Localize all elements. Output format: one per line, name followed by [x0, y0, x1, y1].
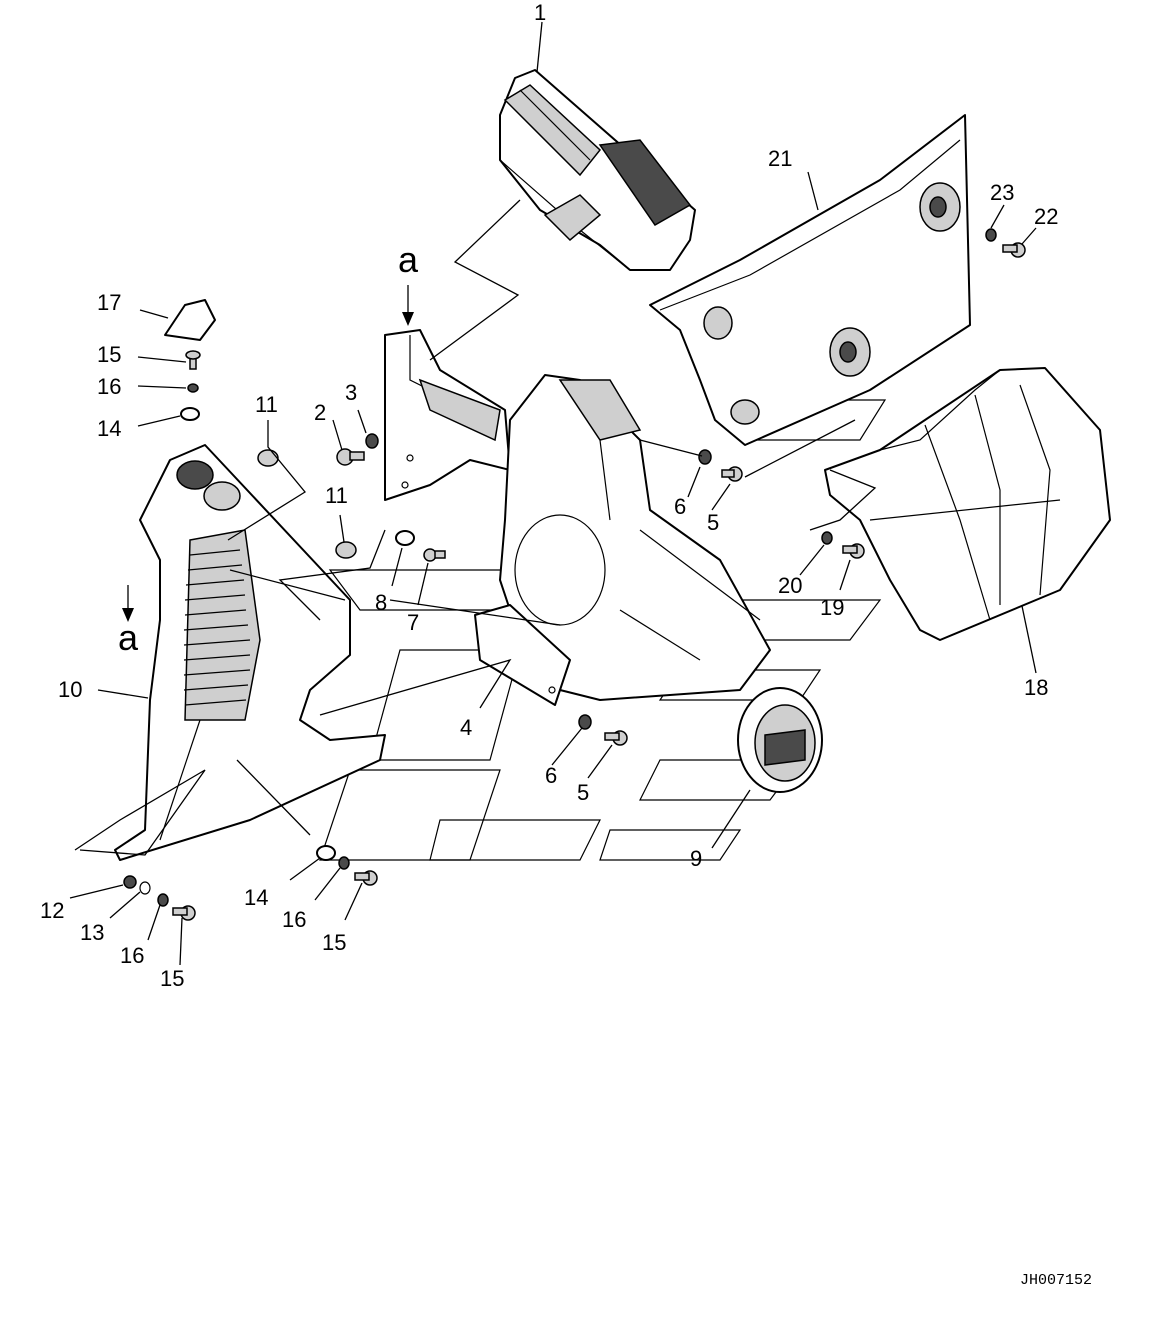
callout-10: 10 — [58, 677, 82, 702]
callout-21: 21 — [768, 146, 792, 171]
callout-16-top: 16 — [97, 374, 121, 399]
callout-15-top: 15 — [97, 342, 121, 367]
part-9-vent — [737, 687, 823, 793]
callout-14-top: 14 — [97, 416, 121, 441]
callout-11-lower: 11 — [325, 483, 348, 508]
part-18-side-cover — [824, 367, 1111, 641]
callout-18: 18 — [1024, 675, 1048, 700]
callouts: 1 21 23 22 17 15 16 14 11 2 3 11 8 7 10 … — [40, 0, 1058, 991]
leader-lines — [69, 21, 1037, 966]
view-arrow-upper — [402, 285, 414, 326]
callout-14-bottom: 14 — [244, 885, 268, 910]
callout-11-upper: 11 — [255, 392, 278, 417]
callout-13: 13 — [80, 920, 104, 945]
callout-20: 20 — [778, 573, 802, 598]
callout-22: 22 — [1034, 204, 1058, 229]
view-label-upper: a — [398, 239, 419, 280]
view-arrow-lower — [122, 585, 134, 622]
callout-23: 23 — [990, 180, 1014, 205]
callout-7: 7 — [407, 610, 419, 635]
part-1-monitor — [499, 69, 696, 271]
callout-16-bottom-right: 16 — [282, 907, 306, 932]
callout-6-lower: 6 — [545, 763, 557, 788]
callout-5-upper: 5 — [707, 510, 719, 535]
view-label-lower: a — [118, 617, 139, 658]
callout-8: 8 — [375, 590, 387, 615]
part-center-console — [499, 374, 771, 701]
callout-19: 19 — [820, 595, 844, 620]
drawing-id: JH007152 — [1020, 1272, 1092, 1289]
callout-9: 9 — [690, 846, 702, 871]
callout-15-bottom-left: 15 — [160, 966, 184, 991]
part-4-plate — [474, 604, 571, 706]
callout-3: 3 — [345, 380, 357, 405]
callout-17: 17 — [97, 290, 121, 315]
callout-5-lower: 5 — [577, 780, 589, 805]
callout-15-bottom-right: 15 — [322, 930, 346, 955]
callout-1: 1 — [534, 0, 546, 25]
callout-4: 4 — [460, 715, 472, 740]
callout-16-bottom-left: 16 — [120, 943, 144, 968]
part-bracket-a — [384, 329, 511, 501]
callout-2: 2 — [314, 400, 326, 425]
part-21-rear-panel — [649, 114, 971, 446]
callout-12: 12 — [40, 898, 64, 923]
part-10-front-cover — [114, 444, 386, 861]
callout-6-upper: 6 — [674, 494, 686, 519]
part-17-cap — [164, 299, 216, 341]
